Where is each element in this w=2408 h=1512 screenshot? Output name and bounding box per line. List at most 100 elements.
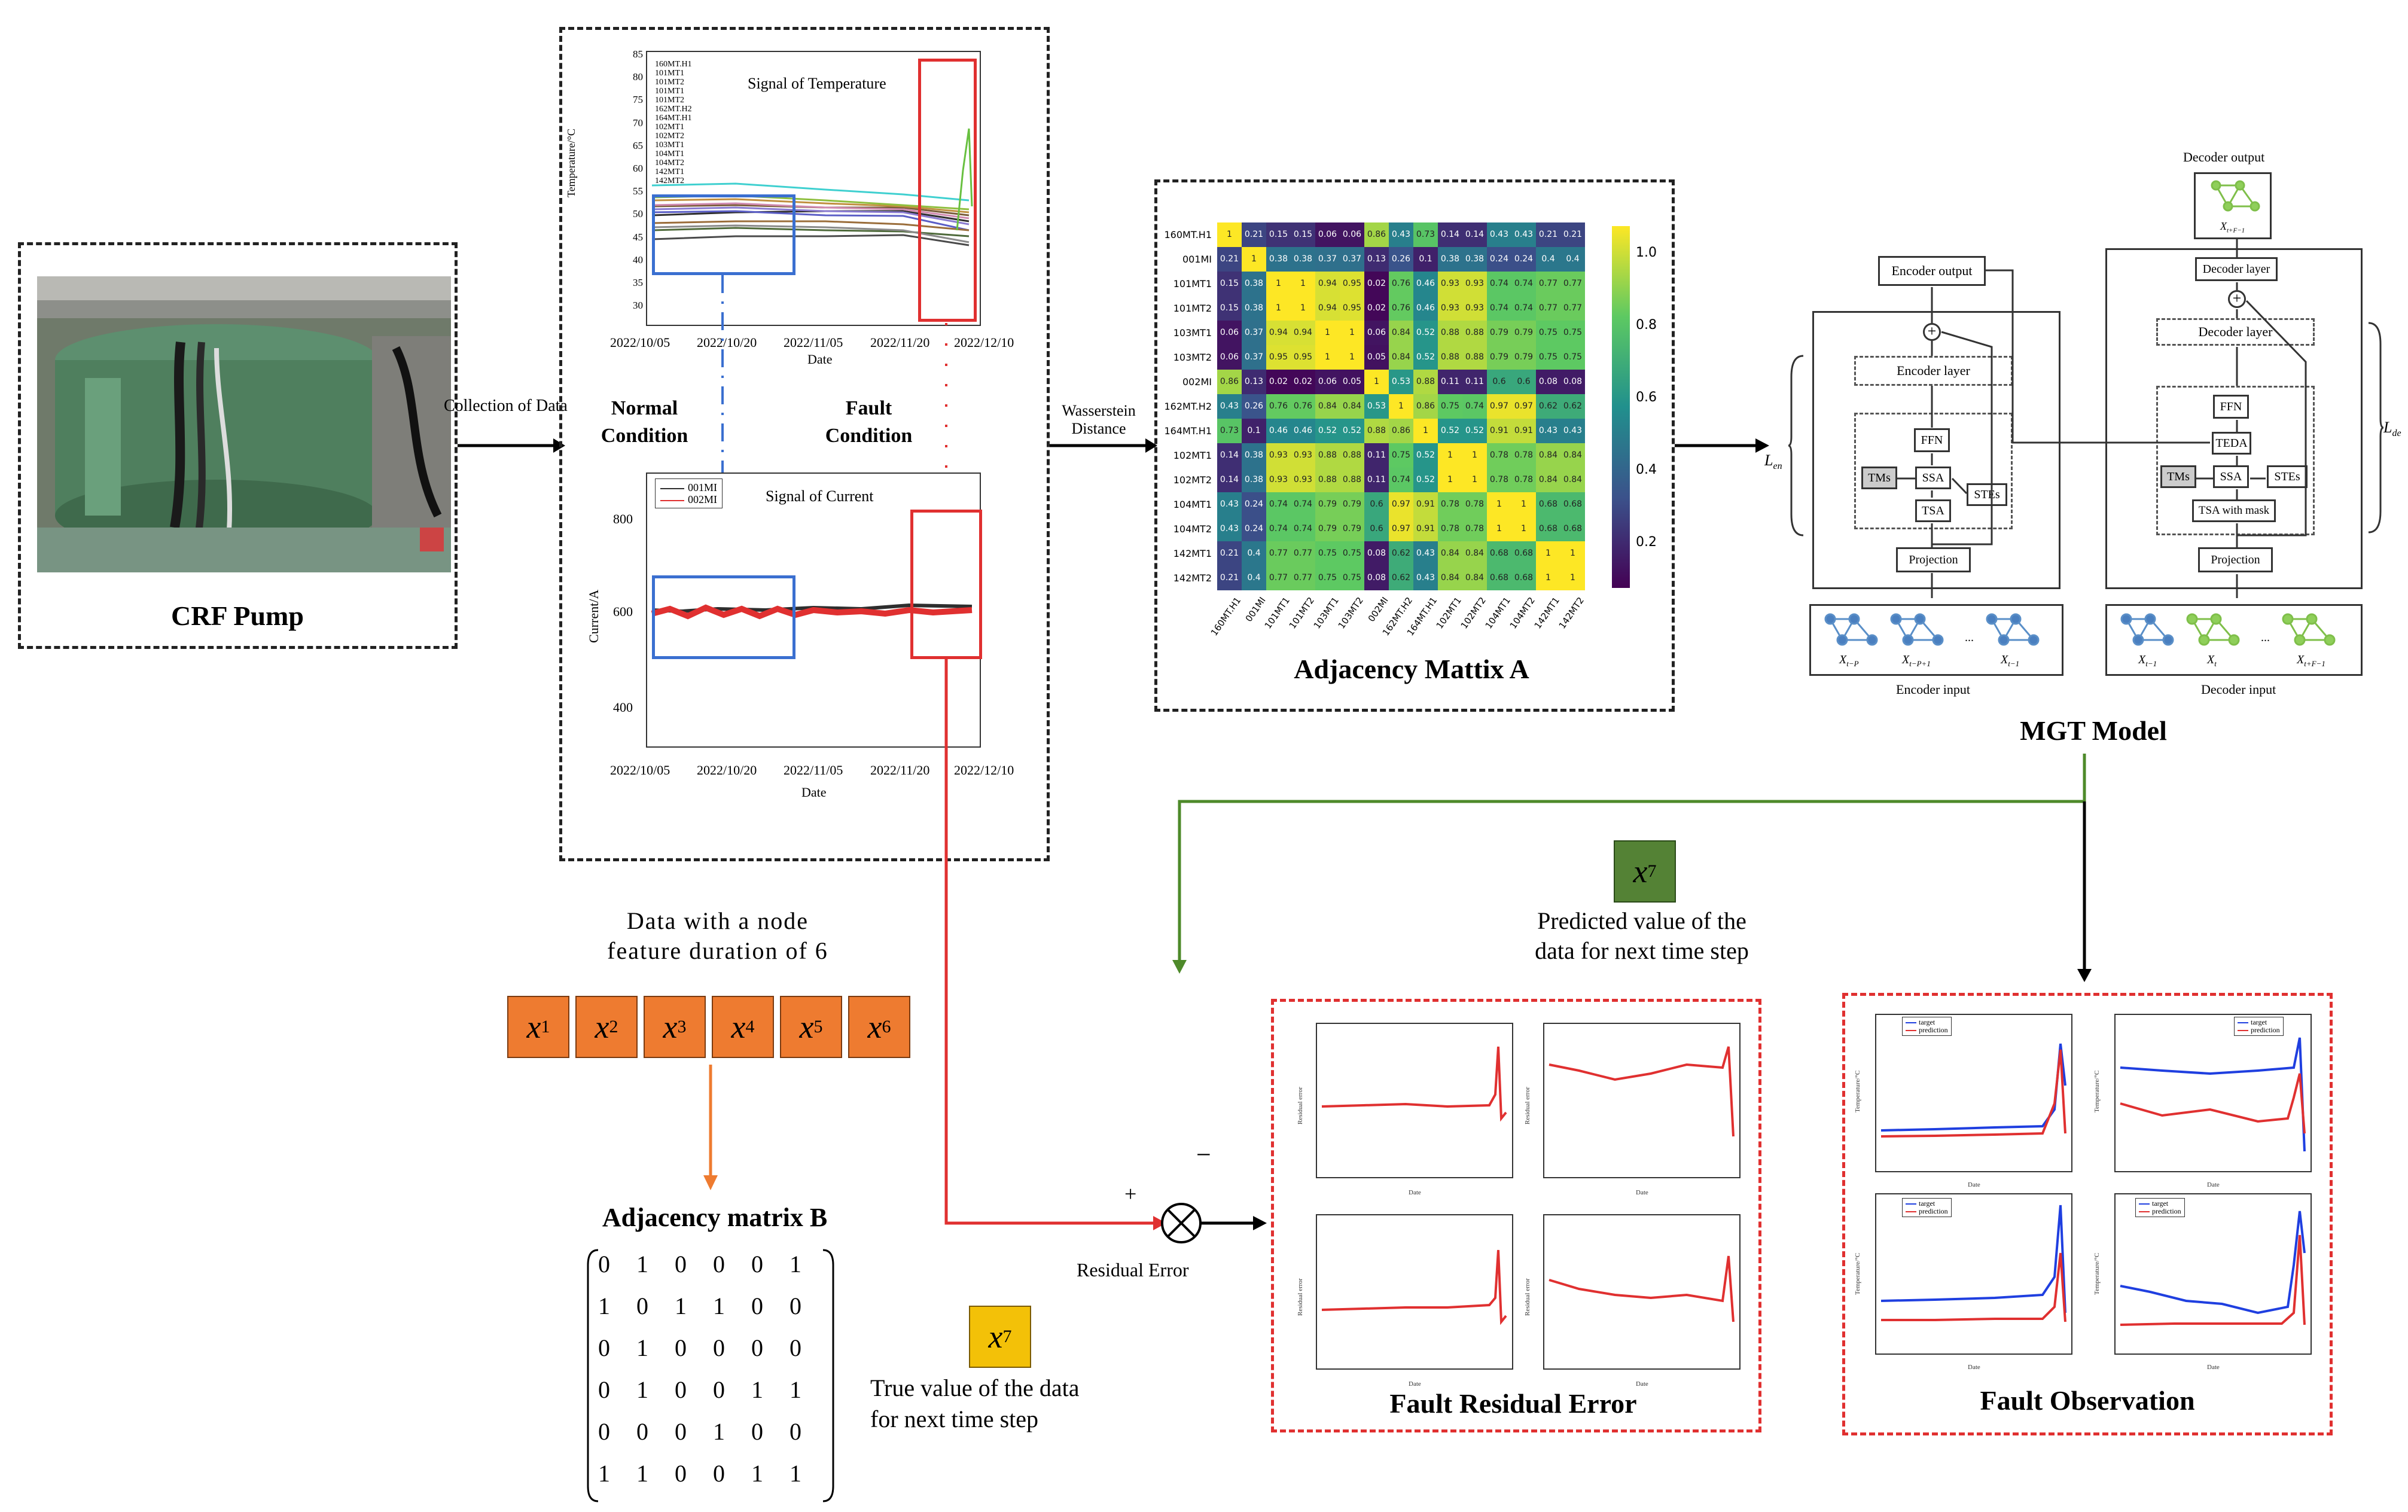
matrix-b-cell: 1 — [713, 1418, 725, 1445]
legend-entry: 104MT1 — [655, 150, 684, 158]
heatmap-cell: 0.05 — [1364, 345, 1389, 370]
heatmap-cell: 0.74 — [1487, 296, 1511, 321]
residual-ylabel: Residual error — [1297, 1087, 1304, 1124]
heatmap-cell: 0.21 — [1242, 222, 1266, 247]
heatmap-cell: 0.93 — [1266, 468, 1291, 492]
matrix-b-cell: 0 — [636, 1292, 648, 1319]
legend-entry: 101MT2 — [655, 78, 684, 87]
heatmap-cell: 0.46 — [1291, 419, 1315, 443]
heatmap-cell: 0.38 — [1462, 247, 1487, 272]
observation-xlabel: Date — [1968, 1364, 1980, 1371]
matrix-b-cell: 1 — [751, 1376, 763, 1403]
heatmap-cell: 0.21 — [1560, 222, 1585, 247]
legend-entry: 162MT.H2 — [655, 105, 692, 114]
heatmap-cell: 0.88 — [1438, 345, 1462, 370]
temperature-ylabel: Temperature/°C — [565, 129, 577, 197]
heatmap-row-label: 104MT2 — [1173, 523, 1212, 535]
heatmap-cell: 0.79 — [1340, 492, 1364, 517]
fault-condition-label: Fault Condition — [825, 397, 913, 447]
heatmap-cell: 0.75 — [1389, 443, 1413, 468]
heatmap-cell: 0.68 — [1536, 517, 1560, 541]
heatmap-cell: 0.88 — [1462, 321, 1487, 345]
heatmap-cell: 0.68 — [1487, 541, 1511, 566]
heatmap-cell: 0.06 — [1315, 222, 1340, 247]
heatmap-cell: 0.43 — [1217, 492, 1242, 517]
heatmap-cell: 0.14 — [1217, 468, 1242, 492]
matrix-b-caption: Adjacency matrix B — [602, 1203, 828, 1232]
heatmap-cell: 0.08 — [1364, 541, 1389, 566]
heatmap-cell: 0.06 — [1315, 370, 1340, 394]
heatmap-cell: 0.79 — [1487, 321, 1511, 345]
matrix-b-cell: 1 — [790, 1376, 801, 1403]
heatmap-cell: 0.15 — [1217, 296, 1242, 321]
heatmap-cell: 0.52 — [1413, 468, 1438, 492]
heatmap-cell: 0.62 — [1389, 541, 1413, 566]
heatmap-cell: 0.24 — [1511, 247, 1536, 272]
heatmap-cell: 0.13 — [1364, 247, 1389, 272]
heatmap-col-label: 001MI — [1243, 595, 1268, 624]
decoder-projection: Projection — [2198, 547, 2273, 572]
heatmap-cell: 0.43 — [1413, 566, 1438, 590]
heatmap-cell: 0.52 — [1315, 419, 1340, 443]
encoder-arrows — [1897, 287, 1993, 598]
ytick: 65 — [633, 139, 643, 151]
heatmap-cell: 0.26 — [1242, 394, 1266, 419]
heatmap-row-label: 103MT1 — [1173, 327, 1212, 339]
heatmap-cell: 0.79 — [1315, 492, 1340, 517]
heatmap-cell: 1 — [1315, 345, 1340, 370]
heatmap-cell: 0.74 — [1291, 517, 1315, 541]
heatmap-cell: 1 — [1340, 345, 1364, 370]
decoder-stes: STEs — [2267, 465, 2308, 488]
heatmap-cell: 0.21 — [1217, 247, 1242, 272]
heatmap-cell: 0.68 — [1511, 566, 1536, 590]
heatmap-cell: 0.43 — [1511, 222, 1536, 247]
current-lines — [651, 603, 973, 620]
legend-prediction: prediction — [1919, 1026, 1948, 1034]
matrix-b-cell: 1 — [636, 1334, 648, 1361]
temp-xtick: 2022/11/05 — [784, 335, 843, 350]
heatmap-cell: 0.74 — [1487, 272, 1511, 296]
temperature-legend: 160MT.H1 101MT1 101MT2 101MT1 101MT2 162… — [655, 60, 692, 185]
matrix-b-cell: 0 — [713, 1460, 725, 1487]
encoder-ssa: SSA — [1915, 467, 1951, 489]
heatmap-row-label: 103MT2 — [1173, 352, 1212, 363]
heatmap-cell: 0.62 — [1389, 566, 1413, 590]
heatmap-cell: 0.74 — [1291, 492, 1315, 517]
heatmap-cell: 0.93 — [1291, 443, 1315, 468]
observation-xlabel: Date — [2207, 1364, 2220, 1371]
arrow-wasserstein — [1050, 438, 1157, 453]
decoder-ffn: FFN — [2213, 395, 2249, 419]
ytick: 30 — [633, 300, 643, 312]
residual-ylabel: Residual error — [1524, 1278, 1531, 1316]
current-xtick: 2022/12/10 — [954, 763, 1014, 778]
heatmap-cell: 0.88 — [1438, 321, 1462, 345]
heatmap-cell: 0.93 — [1438, 272, 1462, 296]
heatmap-cell: 0.84 — [1560, 443, 1585, 468]
heatmap-cell: 0.06 — [1364, 321, 1389, 345]
fault-residual-frame — [1271, 999, 1761, 1432]
heatmap-cell: 0.02 — [1291, 370, 1315, 394]
encoder-ellipsis: ... — [1965, 631, 1974, 644]
heatmap-cell: 1 — [1438, 468, 1462, 492]
heatmap-cell: 0.78 — [1462, 517, 1487, 541]
legend-entry: 101MT1 — [655, 69, 684, 78]
heatmap-cell: 0.95 — [1340, 296, 1364, 321]
heatmap-cell: 0.43 — [1217, 394, 1242, 419]
heatmap-cell: 0.43 — [1217, 517, 1242, 541]
normal-condition-label: Normal Condition — [601, 397, 688, 447]
heatmap-cell: 0.94 — [1266, 321, 1291, 345]
heatmap-cell: 0.77 — [1266, 566, 1291, 590]
heatmap-cell: 0.75 — [1536, 321, 1560, 345]
encoder-ffn: FFN — [1914, 428, 1950, 452]
current-ytick: 800 — [613, 511, 633, 526]
mgt-caption: MGT Model — [2020, 715, 2167, 746]
legend-entry: 101MT1 — [655, 87, 684, 96]
heatmap-cell: 0.37 — [1315, 247, 1340, 272]
decoder-output-graph-icon — [2211, 180, 2260, 212]
heatmap-cell: 0.77 — [1560, 296, 1585, 321]
heatmap-cell: 0.4 — [1242, 566, 1266, 590]
matrix-b-cell: 0 — [675, 1418, 687, 1445]
encoder-outer — [1812, 311, 2060, 589]
matrix-b-cell: 0 — [751, 1334, 763, 1361]
